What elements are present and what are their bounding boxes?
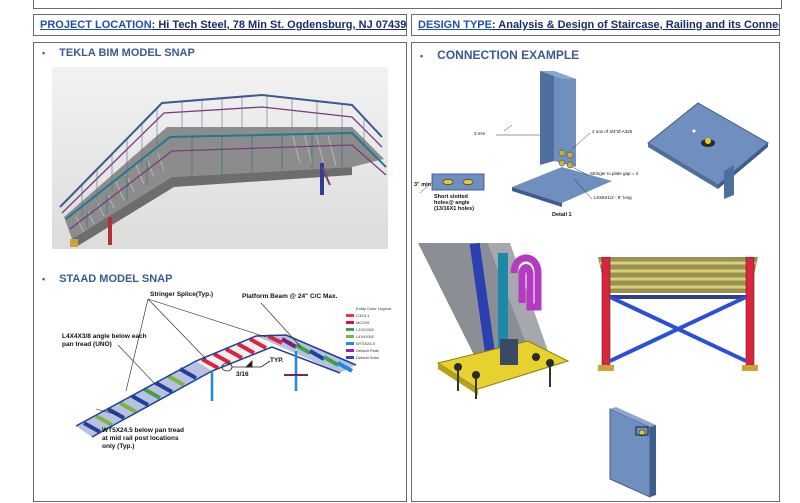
stringer-splice-note: Stringer Splice(Typ.) — [150, 291, 214, 298]
legend-label: Entity Color Legend — [356, 306, 392, 311]
legend-label: L2X2X3/8 — [356, 327, 374, 332]
design-type-header: DESIGN TYPE: Analysis & Design of Stairc… — [411, 14, 780, 36]
legend-item: Entity Color Legend — [346, 305, 394, 312]
design-type-value: : Analysis & Design of Staircase, Railin… — [491, 19, 780, 31]
legend-item: Default Solid — [346, 354, 394, 361]
project-location-header: PROJECT LOCATION: Hi Tech Steel, 78 Min … — [33, 14, 407, 36]
slot-label-line3: (13/16X1 holes) — [434, 206, 475, 212]
legend-item: MC3X9 — [346, 319, 394, 326]
legend-swatch — [346, 321, 354, 324]
legend-label: L4X4X3/8 — [356, 334, 374, 339]
tekla-section-title: • TEKLA BIM MODEL SNAP — [42, 47, 195, 59]
left-panel: • TEKLA BIM MODEL SNAP — [33, 42, 407, 502]
angle-note-line1: L4X4X3/8 angle below each — [62, 333, 147, 340]
base-connection-image — [418, 243, 576, 407]
underside-bracing-drawing — [598, 257, 758, 371]
angle-note-line2: pan tread (UNO) — [62, 341, 112, 348]
legend-item: L4X4X3/8 — [346, 333, 394, 340]
gusset-plate-drawing — [647, 102, 769, 199]
legend-swatch — [346, 307, 354, 310]
legend-label: Default Solid — [356, 355, 379, 360]
underside-bracing-image — [580, 257, 776, 381]
detail-label: Detail 1 — [552, 212, 572, 218]
gusset-plate-image — [642, 99, 772, 199]
weld-note: 3 mm — [474, 131, 486, 136]
staad-staircase-drawing — [75, 298, 357, 438]
legend-swatch — [346, 356, 354, 359]
project-location-value: : Hi Tech Steel, 78 Min St. Ogdensburg, … — [151, 19, 407, 31]
legend-swatch — [346, 314, 354, 317]
staad-title-text: STAAD MODEL SNAP — [59, 273, 173, 285]
small-plate-drawing — [609, 407, 656, 498]
connection-title-text: CONNECTION EXAMPLE — [437, 48, 580, 62]
connection-section-title: • CONNECTION EXAMPLE — [420, 48, 579, 62]
connection-detail-drawing — [419, 71, 612, 207]
tekla-model-image — [52, 67, 388, 249]
small-plate-image — [598, 403, 678, 503]
legend-item: C3X4.1 — [346, 312, 394, 319]
legend-item: Default Plate — [346, 347, 394, 354]
top-frame-line — [33, 0, 782, 9]
slot-label-line1: Short slotted — [434, 194, 468, 200]
legend-swatch — [346, 342, 354, 345]
wt-note-line2: at mid rail post locations — [102, 435, 179, 442]
bullet-icon: • — [42, 274, 46, 284]
legend-label: WT5X24.5 — [356, 341, 375, 346]
legend-swatch — [346, 349, 354, 352]
bullet-icon: • — [42, 48, 46, 58]
legend-label: C3X4.1 — [356, 313, 370, 318]
legend-label: Default Plate — [356, 348, 379, 353]
legend-swatch — [346, 335, 354, 338]
connection-detail-image: 3 mm 2 nos of 3/4"Ø A325 Stringer to pla… — [412, 69, 642, 229]
tekla-title-text: TEKLA BIM MODEL SNAP — [59, 47, 195, 59]
platform-beam-note: Platform Beam @ 24" C/C Max. — [242, 293, 338, 300]
staad-model-image: Stringer Splice(Typ.) Platform Beam @ 24… — [56, 291, 396, 461]
legend-item: WT5X24.5 — [346, 340, 394, 347]
wt-note-line1: WT5X24.5 below pan tread — [102, 427, 184, 434]
staad-section-title: • STAAD MODEL SNAP — [42, 273, 172, 285]
legend-label: MC3X9 — [356, 320, 370, 325]
base-connection-drawing — [418, 243, 570, 399]
design-type-label: DESIGN TYPE — [418, 19, 492, 31]
bolt-callout: 2 nos of 3/4"Ø A325 — [592, 129, 633, 134]
wt-note-line3: only (Typ.) — [102, 443, 135, 450]
slot-min-note: 3" min — [414, 182, 431, 188]
tekla-staircase-drawing — [52, 67, 388, 249]
legend-item: L2X2X3/8 — [346, 326, 394, 333]
gap-callout: Stringer to plate gap = 3 — [590, 171, 639, 176]
angle-callout: L6X6X1/2 - 8" long — [594, 195, 632, 200]
bullet-icon: • — [420, 51, 424, 61]
right-panel: • CONNECTION EXAMPLE — [411, 42, 780, 502]
legend-swatch — [346, 328, 354, 331]
slot-label-line2: holes@ angle — [434, 200, 470, 206]
weld-size-note: 3/16 — [236, 371, 249, 378]
weld-typ-note: TYP. — [270, 357, 284, 364]
project-location-label: PROJECT LOCATION — [40, 19, 152, 31]
